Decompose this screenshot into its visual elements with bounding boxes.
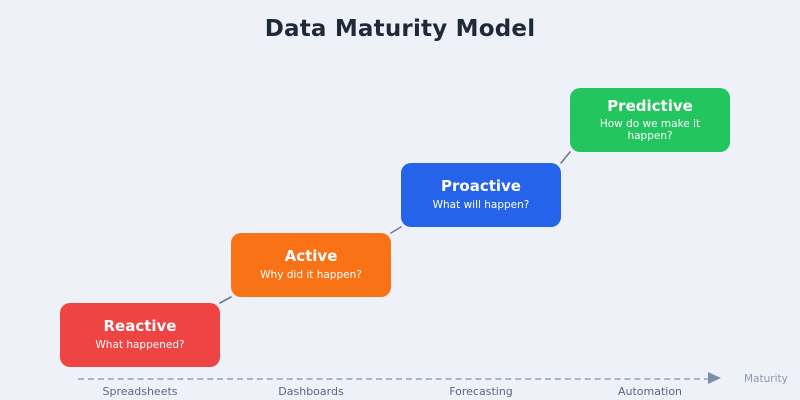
maturity-axis-line	[78, 378, 710, 380]
connector-proactive-predictive	[560, 151, 571, 164]
stage-box-proactive[interactable]: Proactive What will happen?	[401, 163, 561, 227]
stage-box-reactive[interactable]: Reactive What happened?	[60, 303, 220, 367]
stage-box-active[interactable]: Active Why did it happen?	[231, 233, 391, 297]
stage-title-active: Active	[284, 247, 338, 266]
arrow-right-icon	[708, 372, 721, 384]
axis-tick-automation: Automation	[617, 385, 683, 398]
stage-question-predictive: How do we make it happen?	[599, 118, 701, 142]
axis-tick-dashboards: Dashboards	[278, 385, 344, 398]
stage-title-predictive: Predictive	[607, 96, 693, 115]
page-title: Data Maturity Model	[264, 16, 536, 42]
axis-tick-forecasting: Forecasting	[449, 385, 513, 398]
axis-caption: Maturity	[744, 373, 788, 385]
connector-active-proactive	[390, 226, 402, 234]
axis-tick-spreadsheets: Spreadsheets	[102, 385, 178, 398]
connector-reactive-active	[219, 296, 232, 304]
stage-title-proactive: Proactive	[441, 177, 521, 196]
stage-question-reactive: What happened?	[95, 338, 185, 351]
stage-question-proactive: What will happen?	[432, 198, 530, 211]
stage-question-active: Why did it happen?	[260, 268, 362, 281]
stage-title-reactive: Reactive	[103, 317, 177, 336]
stage-box-predictive[interactable]: Predictive How do we make it happen?	[570, 88, 730, 152]
